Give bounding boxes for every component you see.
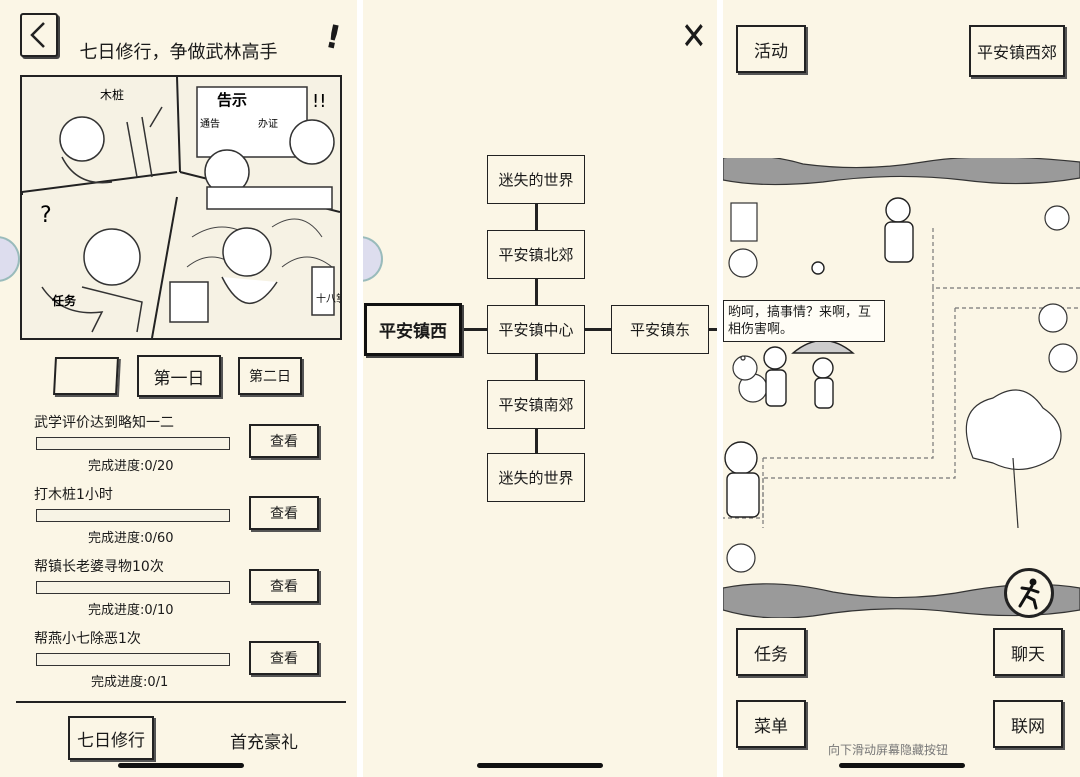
task-4-progress-bar	[36, 653, 230, 666]
task-3-name: 帮镇长老婆寻物10次	[34, 559, 164, 575]
connector	[462, 328, 487, 331]
back-button[interactable]	[20, 13, 58, 57]
svg-text:任务: 任务	[51, 293, 77, 308]
chat-button[interactable]: 聊天	[993, 628, 1063, 676]
activity-button[interactable]: 活动	[736, 25, 806, 73]
page-title: 七日修行，争做武林高手	[79, 42, 278, 63]
menu-button[interactable]: 菜单	[736, 700, 806, 748]
location-button[interactable]: 平安镇西郊	[969, 25, 1065, 77]
task-2-progress-text: 完成进度:0/60	[88, 531, 174, 546]
tab-first-recharge[interactable]: 首充豪礼	[230, 733, 298, 753]
close-icon[interactable]: ✕	[681, 14, 707, 58]
day-tab-prev[interactable]	[53, 357, 119, 395]
svg-text:木桩: 木桩	[100, 87, 124, 102]
svg-text:办证: 办证	[258, 117, 278, 130]
map-node-east[interactable]: 平安镇东	[611, 305, 709, 354]
task-3-view-button[interactable]: 查看	[249, 569, 319, 603]
side-handle-icon[interactable]	[0, 236, 20, 282]
comic-illustration: 木桩 告示 通告 办证 !! ? 任务	[20, 75, 346, 340]
svg-text:告示: 告示	[217, 91, 247, 109]
home-indicator[interactable]	[839, 763, 965, 768]
task-2-view-button[interactable]: 查看	[249, 496, 319, 530]
home-indicator[interactable]	[477, 763, 603, 768]
connector	[585, 328, 611, 331]
map-node-south-suburb[interactable]: 平安镇南郊	[487, 380, 585, 429]
task-3-progress-text: 完成进度:0/10	[88, 603, 174, 618]
map-node-north-suburb[interactable]: 平安镇北郊	[487, 230, 585, 279]
connector	[535, 354, 538, 380]
side-handle-icon[interactable]	[363, 236, 383, 282]
bottom-divider	[16, 701, 346, 703]
hide-buttons-hint: 向下滑动屏幕隐藏按钮	[828, 743, 949, 757]
seven-day-panel: 七日修行，争做武林高手 ! 木桩 告示 通告 办证	[0, 0, 357, 777]
task-3-progress-bar	[36, 581, 230, 594]
task-1-progress-bar	[36, 437, 230, 450]
connector	[535, 204, 538, 230]
task-button[interactable]: 任务	[736, 628, 806, 676]
connector	[535, 429, 538, 453]
map-node-lost-world-south[interactable]: 迷失的世界	[487, 453, 585, 502]
task-4-progress-text: 完成进度:0/1	[91, 675, 169, 690]
home-indicator[interactable]	[118, 763, 244, 768]
run-button[interactable]	[1004, 568, 1054, 618]
connector	[708, 328, 717, 331]
svg-text:十八掌: 十八掌	[316, 292, 340, 305]
task-1-name: 武学评价达到略知一二	[34, 415, 174, 431]
map-node-west-current[interactable]: 平安镇西	[364, 303, 462, 356]
task-4-view-button[interactable]: 查看	[249, 641, 319, 675]
map-node-lost-world-north[interactable]: 迷失的世界	[487, 155, 585, 204]
svg-text:?: ?	[40, 203, 52, 228]
npc-speech-bubble: 哟呵，搞事情？来啊，互相伤害啊。	[723, 300, 885, 342]
network-button[interactable]: 联网	[993, 700, 1063, 748]
svg-text:!!: !!	[312, 91, 326, 112]
tab-seven-day[interactable]: 七日修行	[68, 716, 154, 760]
scene-map[interactable]	[723, 158, 1080, 618]
day-tab-2[interactable]: 第二日	[238, 357, 302, 395]
world-map-panel: ✕ 迷失的世界 平安镇北郊 平安镇中心 平安镇西 平安镇东 平安镇南郊 迷失的世…	[363, 0, 717, 777]
day-tab-1[interactable]: 第一日	[137, 355, 221, 397]
task-1-view-button[interactable]: 查看	[249, 424, 319, 458]
svg-text:通告: 通告	[200, 117, 220, 130]
task-4-name: 帮燕小七除恶1次	[34, 631, 141, 647]
connector	[535, 279, 538, 305]
back-arrow-icon	[30, 22, 45, 48]
task-2-name: 打木桩1小时	[34, 487, 113, 503]
task-1-progress-text: 完成进度:0/20	[88, 459, 174, 474]
map-node-center[interactable]: 平安镇中心	[487, 305, 585, 354]
running-man-icon	[1018, 578, 1040, 610]
game-scene-panel: 活动 平安镇西郊	[723, 0, 1080, 777]
task-2-progress-bar	[36, 509, 230, 522]
